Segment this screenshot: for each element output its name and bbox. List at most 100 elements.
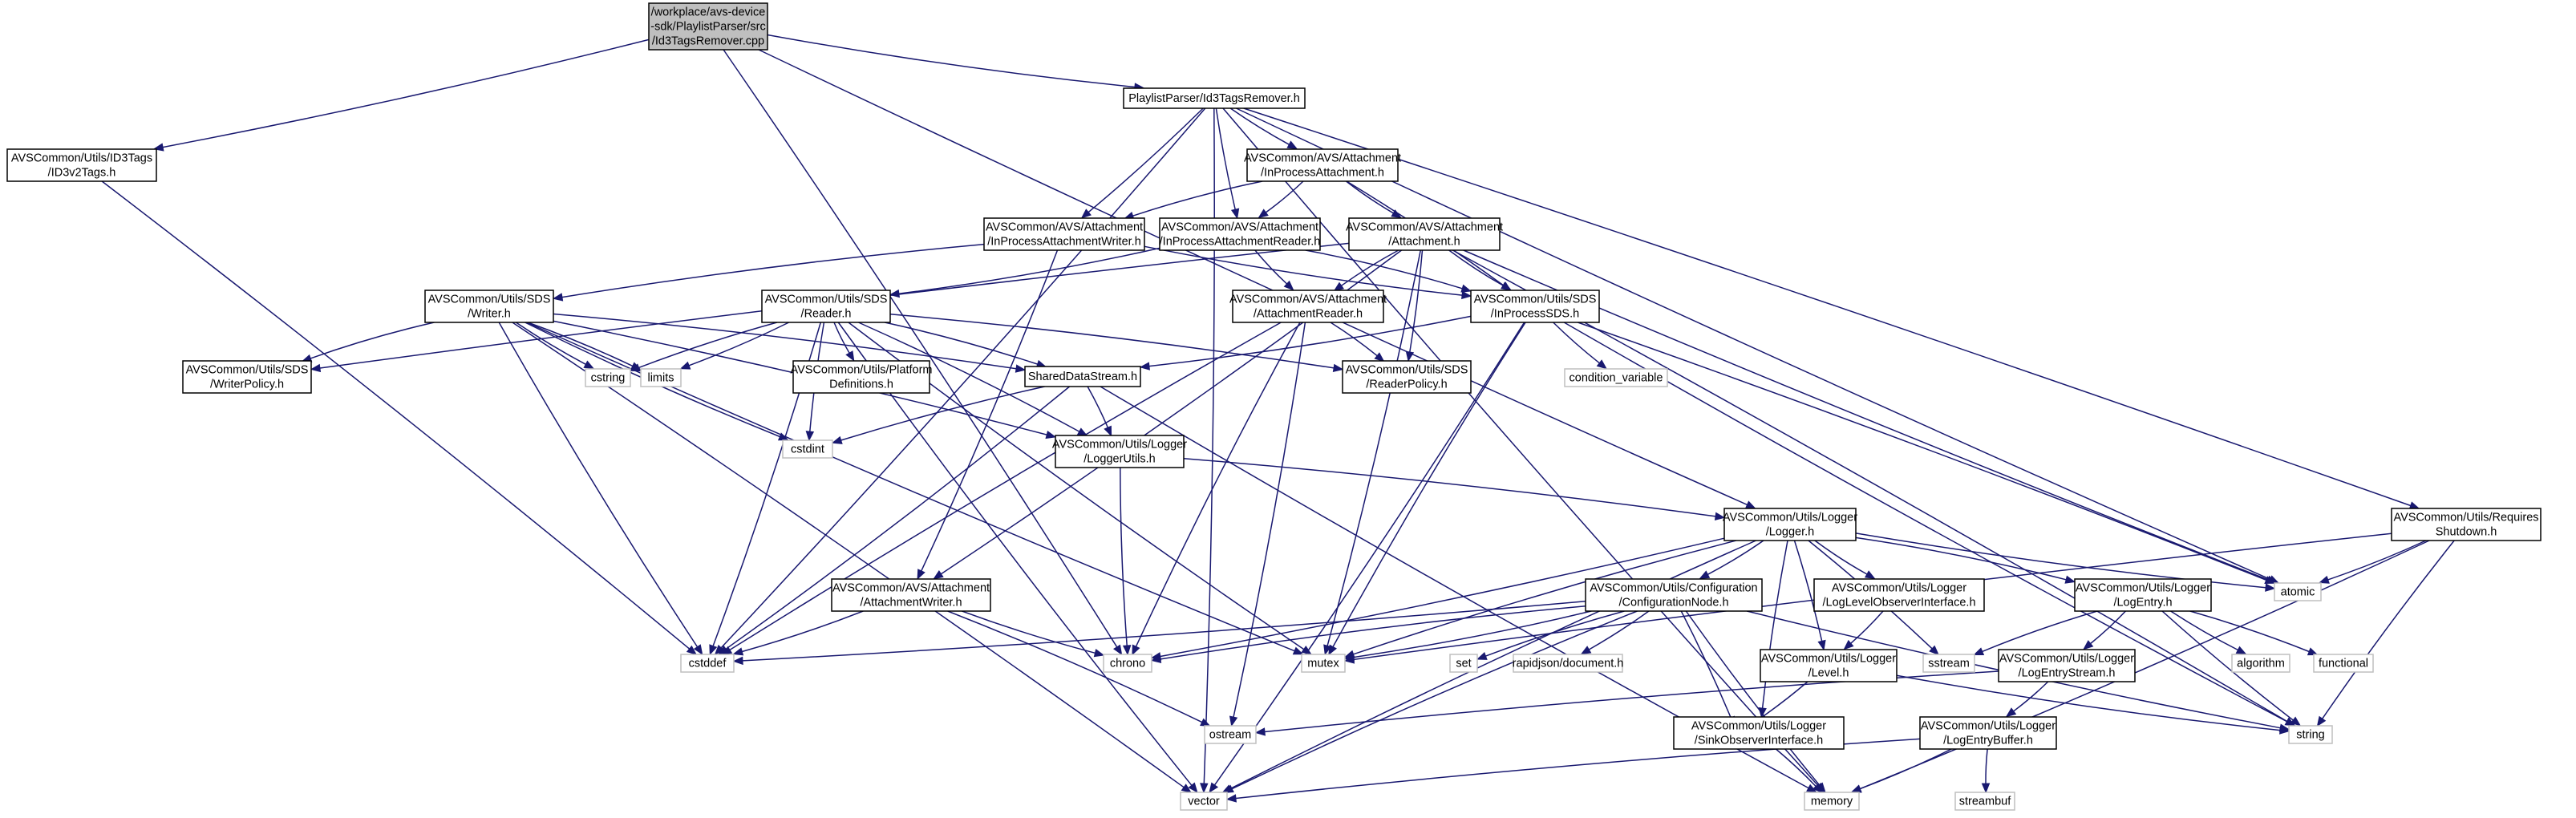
node-logentrystream-label-line: AVSCommon/Utils/Logger bbox=[1999, 653, 2134, 666]
arrowhead-logger-to-sstream bbox=[1929, 645, 1940, 656]
node-functional-label-line: functional bbox=[2319, 658, 2368, 670]
edge-inprocattreader-to-sdsreader bbox=[898, 247, 1160, 294]
node-sdsreader[interactable]: AVSCommon/Utils/SDS/Reader.h bbox=[761, 290, 891, 323]
arrowhead-attwriter-to-ostream bbox=[1200, 718, 1211, 727]
node-logentrystream-box bbox=[1998, 649, 2136, 682]
node-chrono-box bbox=[1103, 654, 1152, 673]
node-readerpolicy[interactable]: AVSCommon/Utils/SDS/ReaderPolicy.h bbox=[1342, 360, 1472, 394]
node-sdswriter-label-line: AVSCommon/Utils/SDS bbox=[428, 294, 551, 306]
node-attwriter[interactable]: AVSCommon/AVS/Attachment/AttachmentWrite… bbox=[831, 578, 991, 612]
arrowhead-sdswriter-to-cstring bbox=[583, 360, 595, 370]
node-logentrystream[interactable]: AVSCommon/Utils/Logger/LogEntryStream.h bbox=[1998, 649, 2136, 682]
node-inprocatt-label-line: /InProcessAttachment.h bbox=[1261, 167, 1384, 180]
edge-sdswriter-to-shareddatastream bbox=[553, 313, 1017, 370]
node-shareddatastream-label-line: SharedDataStream.h bbox=[1028, 371, 1137, 383]
node-sdsreader-label-line: AVSCommon/Utils/SDS bbox=[765, 294, 888, 306]
edge-loglevelobs-to-level bbox=[1850, 610, 1884, 644]
node-tagsremover[interactable]: PlaylistParser/Id3TagsRemover.h bbox=[1123, 87, 1306, 109]
node-inprocatt-box bbox=[1246, 148, 1399, 182]
arrowhead-logger-to-sinkobs bbox=[1758, 707, 1767, 719]
arrowhead-sdsreader-to-cstdint bbox=[805, 431, 815, 442]
arrowhead-logentry-to-functional bbox=[2307, 647, 2319, 656]
node-sdswriter-label-line: /Writer.h bbox=[468, 308, 511, 321]
node-attachment[interactable]: AVSCommon/AVS/Attachment/Attachment.h bbox=[1346, 217, 1503, 251]
node-sinkobs[interactable]: AVSCommon/Utils/Logger/SinkObserverInter… bbox=[1673, 716, 1845, 750]
edge-loggerutils-to-chrono bbox=[1120, 467, 1128, 646]
edge-inprocsds-to-mutex bbox=[1332, 322, 1526, 647]
node-logentry-label-line: /LogEntry.h bbox=[2113, 597, 2172, 609]
arrowhead-shareddatastream-to-cstddef bbox=[718, 645, 729, 655]
node-inprocatt[interactable]: AVSCommon/AVS/Attachment/InProcessAttach… bbox=[1244, 148, 1401, 182]
node-inprocattwriter-box bbox=[983, 217, 1145, 251]
arrowhead-logentrystream-to-logentrybuffer bbox=[2005, 707, 2017, 718]
edge-requiresshutdown-to-atomic bbox=[2327, 540, 2427, 581]
edge-logentry-to-sstream bbox=[1982, 610, 2098, 653]
node-set-box bbox=[1449, 654, 1478, 673]
edge-sdswriter-to-cstddef bbox=[498, 322, 699, 648]
node-logentrybuffer-label-line: /LogEntryBuffer.h bbox=[1943, 735, 2033, 747]
node-sdsreader-label-line: /Reader.h bbox=[801, 308, 852, 321]
node-logentrybuffer-box bbox=[1919, 716, 2057, 750]
node-logger[interactable]: AVSCommon/Utils/Logger/Logger.h bbox=[1723, 508, 1857, 541]
node-shareddatastream[interactable]: SharedDataStream.h bbox=[1024, 366, 1141, 387]
edge-requiresshutdown-to-memory bbox=[1860, 540, 2430, 790]
node-algorithm-label-line: algorithm bbox=[2237, 658, 2285, 670]
edge-tagsremover-to-requiresshutdown bbox=[1243, 107, 2412, 507]
node-vector-label-line: vector bbox=[1188, 796, 1220, 808]
edge-confignode-to-mutex bbox=[1353, 610, 1592, 658]
edge-id3v2tags-to-cstddef bbox=[101, 180, 691, 650]
edge-sdswriter-to-limits bbox=[527, 322, 634, 367]
arrowhead-loglevelobs-to-level bbox=[1843, 639, 1854, 650]
node-logentry[interactable]: AVSCommon/Utils/Logger/LogEntry.h bbox=[2074, 578, 2212, 612]
node-id3v2tags[interactable]: AVSCommon/Utils/ID3Tags/ID3v2Tags.h bbox=[6, 148, 157, 182]
node-sstream: sstream bbox=[1922, 654, 1975, 673]
node-logentrybuffer[interactable]: AVSCommon/Utils/Logger/LogEntryBuffer.h bbox=[1919, 716, 2057, 750]
node-writerpolicy[interactable]: AVSCommon/Utils/SDS/WriterPolicy.h bbox=[182, 360, 312, 394]
node-cstddef: cstddef bbox=[680, 654, 735, 673]
arrowhead-inprocattwriter-to-inprocsds bbox=[1461, 290, 1472, 300]
node-loggerutils-box bbox=[1055, 435, 1185, 468]
node-inprocsds-box bbox=[1470, 290, 1600, 323]
node-loglevelobs[interactable]: AVSCommon/Utils/Logger/LogLevelObserverI… bbox=[1813, 578, 1985, 612]
node-level[interactable]: AVSCommon/Utils/Logger/Level.h bbox=[1760, 649, 1898, 682]
node-inprocattwriter[interactable]: AVSCommon/AVS/Attachment/InProcessAttach… bbox=[983, 217, 1145, 251]
edge-tagsremover-to-vector bbox=[1203, 107, 1215, 784]
edge-confignode-to-rapidjson bbox=[1588, 610, 1650, 650]
edge-tagsremover-to-inprocatt bbox=[1229, 107, 1290, 145]
edge-attreader-to-cstddef bbox=[729, 322, 1282, 651]
node-writerpolicy-label-line: AVSCommon/Utils/SDS bbox=[186, 364, 309, 377]
node-ostream-box bbox=[1204, 725, 1257, 744]
node-platformdefs-label-line: AVSCommon/Utils/Platform bbox=[791, 364, 933, 377]
node-loggerutils[interactable]: AVSCommon/Utils/Logger/LoggerUtils.h bbox=[1052, 435, 1187, 468]
edge-level-to-string bbox=[1896, 674, 2281, 731]
edge-logentrybuffer-to-memory bbox=[1860, 748, 1952, 790]
arrowhead-sdswriter-to-vector bbox=[1181, 784, 1193, 793]
edge-sdsreader-to-cstring bbox=[638, 322, 778, 369]
arrowhead-sdswriter-to-mutex bbox=[1292, 646, 1304, 655]
arrowhead-logger-to-loglevelobs bbox=[1864, 570, 1876, 580]
arrowhead-level-to-string bbox=[2279, 726, 2290, 735]
node-atomic: atomic bbox=[2274, 582, 2322, 601]
node-atomic-box bbox=[2274, 582, 2322, 601]
node-inprocattreader[interactable]: AVSCommon/AVS/Attachment/InProcessAttach… bbox=[1159, 217, 1321, 251]
node-readerpolicy-label-line: AVSCommon/Utils/SDS bbox=[1346, 364, 1468, 377]
node-attreader[interactable]: AVSCommon/AVS/Attachment/AttachmentReade… bbox=[1229, 290, 1387, 323]
node-sdswriter[interactable]: AVSCommon/Utils/SDS/Writer.h bbox=[424, 290, 554, 323]
edge-inprocsds-to-atomic bbox=[1578, 322, 2266, 581]
node-vector-box bbox=[1180, 792, 1228, 811]
node-inprocsds-label-line: /InProcessSDS.h bbox=[1491, 308, 1579, 321]
node-confignode[interactable]: AVSCommon/Utils/Configuration/Configurat… bbox=[1585, 578, 1763, 612]
node-cstdint-box bbox=[782, 439, 833, 459]
arrowhead-attachment-to-readerpolicy bbox=[1405, 350, 1415, 362]
node-set-label-line: set bbox=[1456, 658, 1471, 670]
arrowhead-inprocattwriter-to-sdswriter bbox=[552, 293, 564, 302]
node-functional: functional bbox=[2313, 654, 2374, 673]
node-attwriter-label-line: /AttachmentWriter.h bbox=[860, 597, 962, 609]
edge-sdswriter-to-vector bbox=[512, 322, 1185, 788]
node-condvar-label-line: condition_variable bbox=[1569, 372, 1663, 385]
node-inprocsds[interactable]: AVSCommon/Utils/SDS/InProcessSDS.h bbox=[1470, 290, 1600, 323]
node-logentrystream-label-line: /LogEntryStream.h bbox=[2019, 667, 2116, 680]
edge-logger-to-confignode bbox=[1707, 540, 1764, 575]
